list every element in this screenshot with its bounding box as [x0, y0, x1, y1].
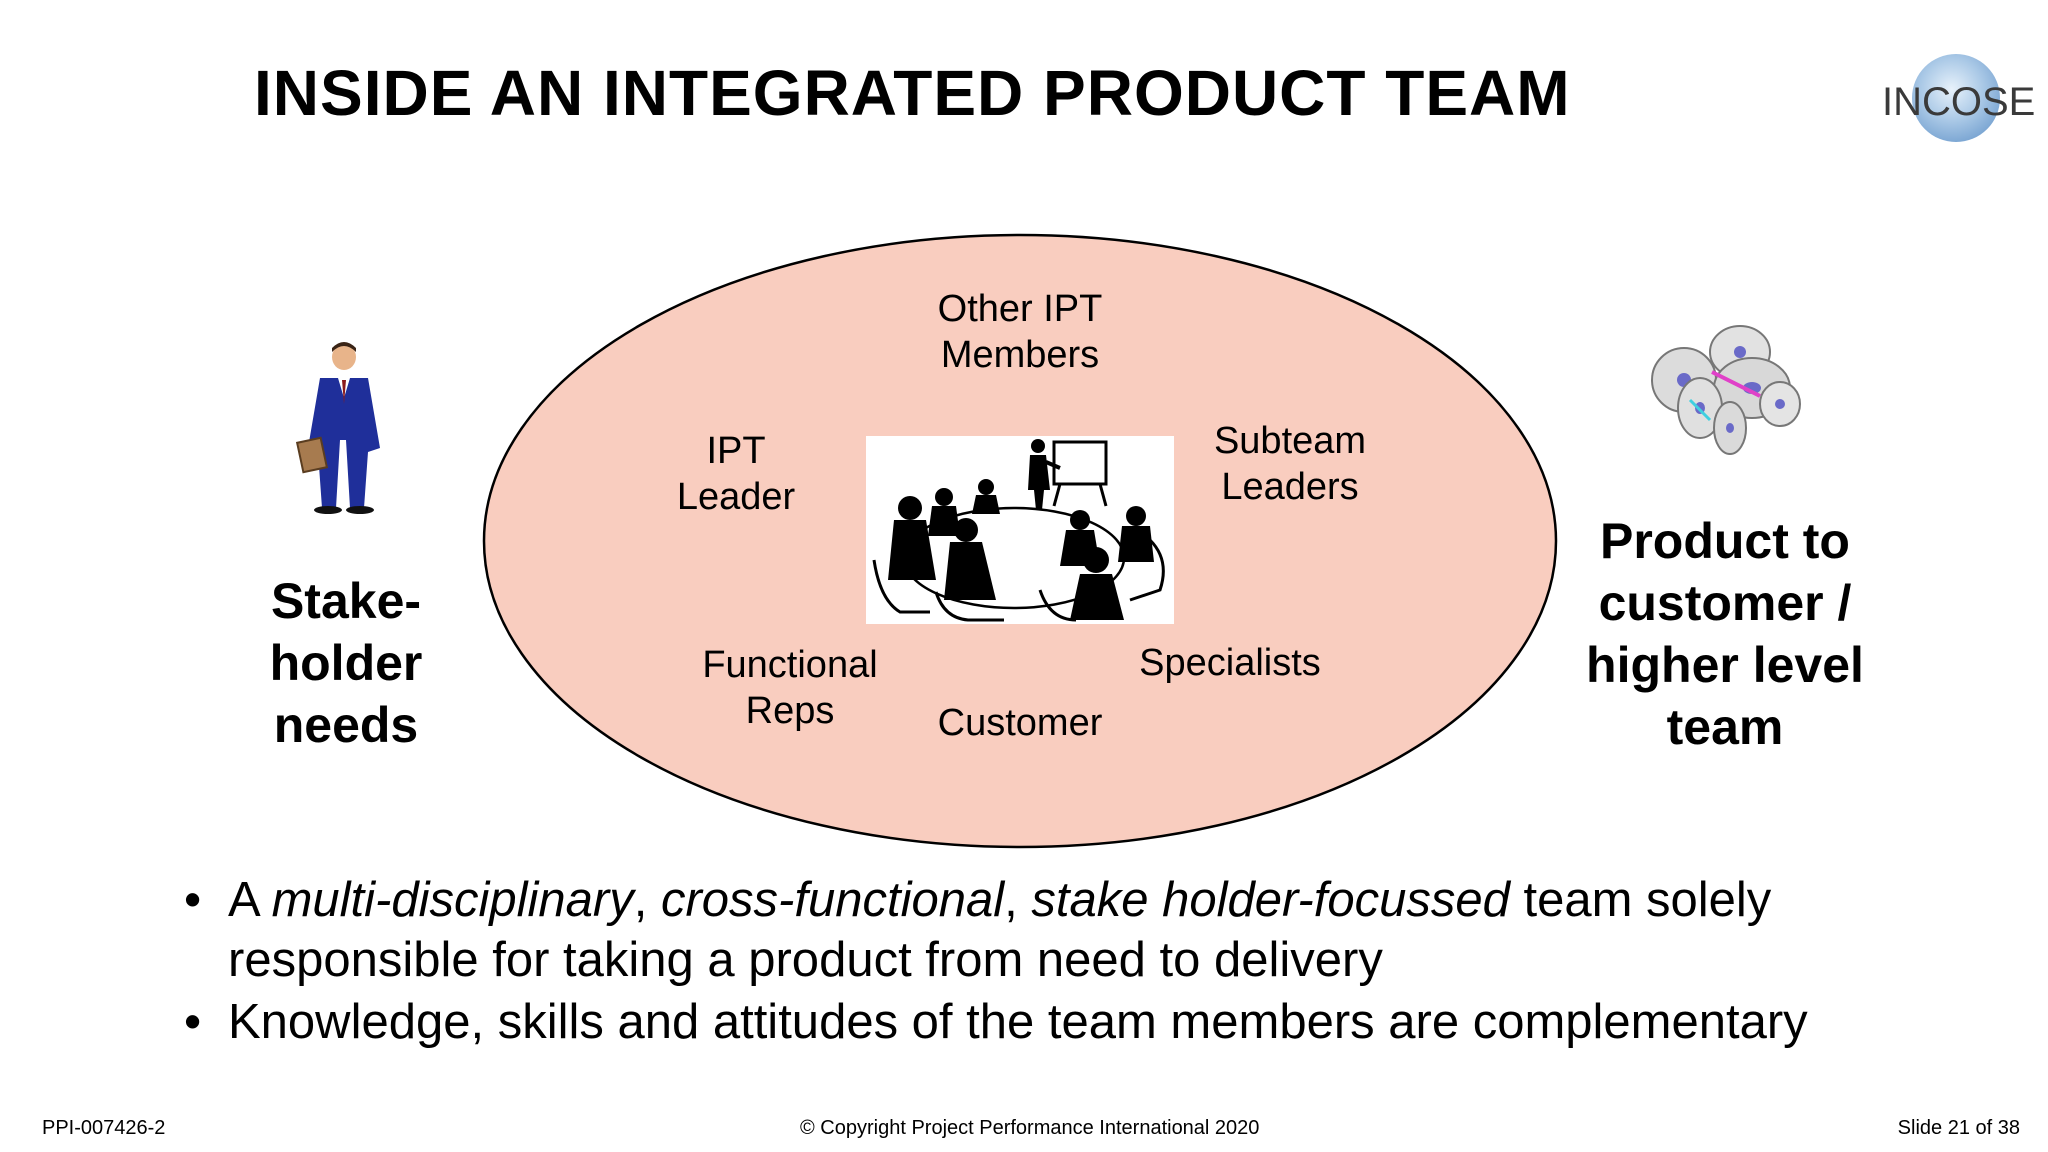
label-product-to-customer: Product to customer / higher level team [1586, 513, 1864, 755]
businessman-icon [295, 342, 380, 514]
footer-document-id: PPI-007426-2 [42, 1117, 166, 1139]
bullet-list: • A multi-disciplinary, cross-functional… [178, 870, 2018, 1054]
bullet-item: • A multi-disciplinary, cross-functional… [178, 870, 2018, 990]
logo-text: INCOSE [1882, 80, 2034, 124]
incose-logo: INCOSE [1874, 50, 2035, 150]
slide-title: INSIDE AN INTEGRATED PRODUCT TEAM [254, 57, 1571, 129]
bullet-item: • Knowledge, skills and attitudes of the… [178, 992, 2018, 1052]
bullet-dot-icon: • [184, 995, 202, 1049]
meeting-table-icon [866, 436, 1174, 624]
stacked-discs-icon [1651, 325, 1801, 455]
globe-icon [1912, 54, 2000, 142]
label-customer: Customer [937, 702, 1103, 744]
label-subteam-leaders: Subteam Leaders [1213, 420, 1367, 508]
label-stakeholder-needs: Stake- holder needs [269, 573, 423, 753]
label-ipt-leader: IPT Leader [676, 430, 796, 518]
label-functional-reps: Functional Reps [702, 644, 878, 732]
label-other-ipt-members: Other IPT Members [937, 288, 1103, 376]
bullet-dot-icon: • [184, 873, 202, 927]
footer-slide-number: Slide 21 of 38 [1897, 1117, 2020, 1139]
label-specialists: Specialists [1139, 642, 1321, 684]
footer-copyright: © Copyright Project Performance Internat… [800, 1117, 1260, 1139]
